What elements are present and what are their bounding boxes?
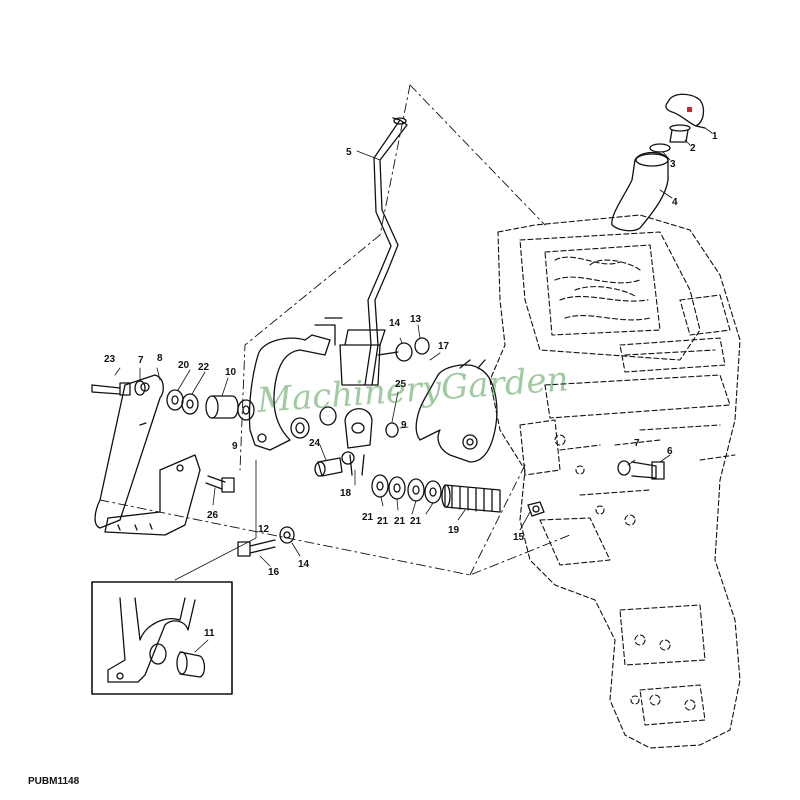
callout-21-b: 21 bbox=[377, 516, 389, 527]
leader-lines bbox=[114, 127, 713, 653]
part-plate bbox=[94, 374, 164, 529]
callout-13: 13 bbox=[410, 314, 422, 325]
part-screw bbox=[669, 124, 691, 143]
watermark-text: MachineryGarden bbox=[255, 359, 570, 421]
callout-19: 19 bbox=[448, 525, 460, 536]
part-bolt-23 bbox=[91, 382, 131, 396]
callout-2: 2 bbox=[690, 143, 696, 154]
callout-3: 3 bbox=[670, 159, 676, 170]
part-washer-25 bbox=[385, 422, 399, 438]
callout-26: 26 bbox=[207, 510, 219, 521]
part-pivot bbox=[341, 408, 373, 476]
part-knob-cap bbox=[665, 93, 706, 129]
callout-5: 5 bbox=[346, 147, 352, 158]
part-pin bbox=[314, 457, 343, 477]
callout-6: 6 bbox=[667, 446, 673, 457]
callout-7-right: 7 bbox=[634, 438, 640, 449]
part-bolt-16 bbox=[237, 526, 295, 557]
callout-1: 1 bbox=[712, 131, 718, 142]
callout-21-a: 21 bbox=[362, 512, 374, 523]
part-bushings bbox=[166, 389, 199, 415]
inset-detail bbox=[91, 581, 233, 695]
callout-22: 22 bbox=[198, 362, 210, 373]
callout-21-c: 21 bbox=[394, 516, 406, 527]
part-bushing-center bbox=[319, 406, 337, 426]
callout-21-d: 21 bbox=[410, 516, 422, 527]
part-bolt-6 bbox=[617, 460, 665, 480]
part-nut-15 bbox=[527, 501, 545, 517]
part-bushing-9 bbox=[237, 399, 255, 421]
part-spring bbox=[441, 484, 501, 513]
callout-16: 16 bbox=[268, 567, 280, 578]
red-mark bbox=[687, 107, 692, 112]
diagram-code: PUBM1148 bbox=[28, 776, 80, 787]
callout-8: 8 bbox=[157, 353, 163, 364]
part-bracket bbox=[104, 454, 201, 536]
callout-7-left: 7 bbox=[138, 355, 144, 366]
assembly-boundary bbox=[99, 84, 571, 576]
callout-23: 23 bbox=[104, 354, 116, 365]
part-gate-bracket-right bbox=[415, 359, 498, 463]
part-gate-bracket-left bbox=[248, 317, 343, 451]
part-grip bbox=[611, 151, 669, 232]
callout-9-left: 9 bbox=[232, 441, 238, 452]
callout-20: 20 bbox=[178, 360, 190, 371]
callout-14-bottom: 14 bbox=[298, 559, 310, 570]
callout-25: 25 bbox=[395, 379, 407, 390]
callout-12: 12 bbox=[258, 524, 270, 535]
part-nut-13 bbox=[377, 337, 430, 362]
callout-labels: 1 2 3 4 5 6 7 7 8 9 9 10 11 12 13 14 14 … bbox=[104, 131, 718, 639]
part-washer bbox=[649, 143, 671, 153]
callout-10: 10 bbox=[225, 367, 237, 378]
callout-17: 17 bbox=[438, 341, 450, 352]
callout-24: 24 bbox=[309, 438, 321, 449]
part-washers-21 bbox=[371, 474, 442, 504]
machine-frame bbox=[489, 214, 741, 749]
callout-15: 15 bbox=[513, 532, 525, 543]
part-shift-lever bbox=[339, 117, 408, 386]
callout-9-right: 9 bbox=[401, 420, 407, 431]
part-bolt-26 bbox=[205, 475, 235, 493]
part-spacer bbox=[205, 395, 239, 419]
callout-18: 18 bbox=[340, 488, 352, 499]
callout-4: 4 bbox=[672, 197, 678, 208]
callout-11: 11 bbox=[204, 628, 215, 639]
callout-14-top: 14 bbox=[389, 318, 401, 329]
part-washer-7 bbox=[134, 380, 146, 396]
